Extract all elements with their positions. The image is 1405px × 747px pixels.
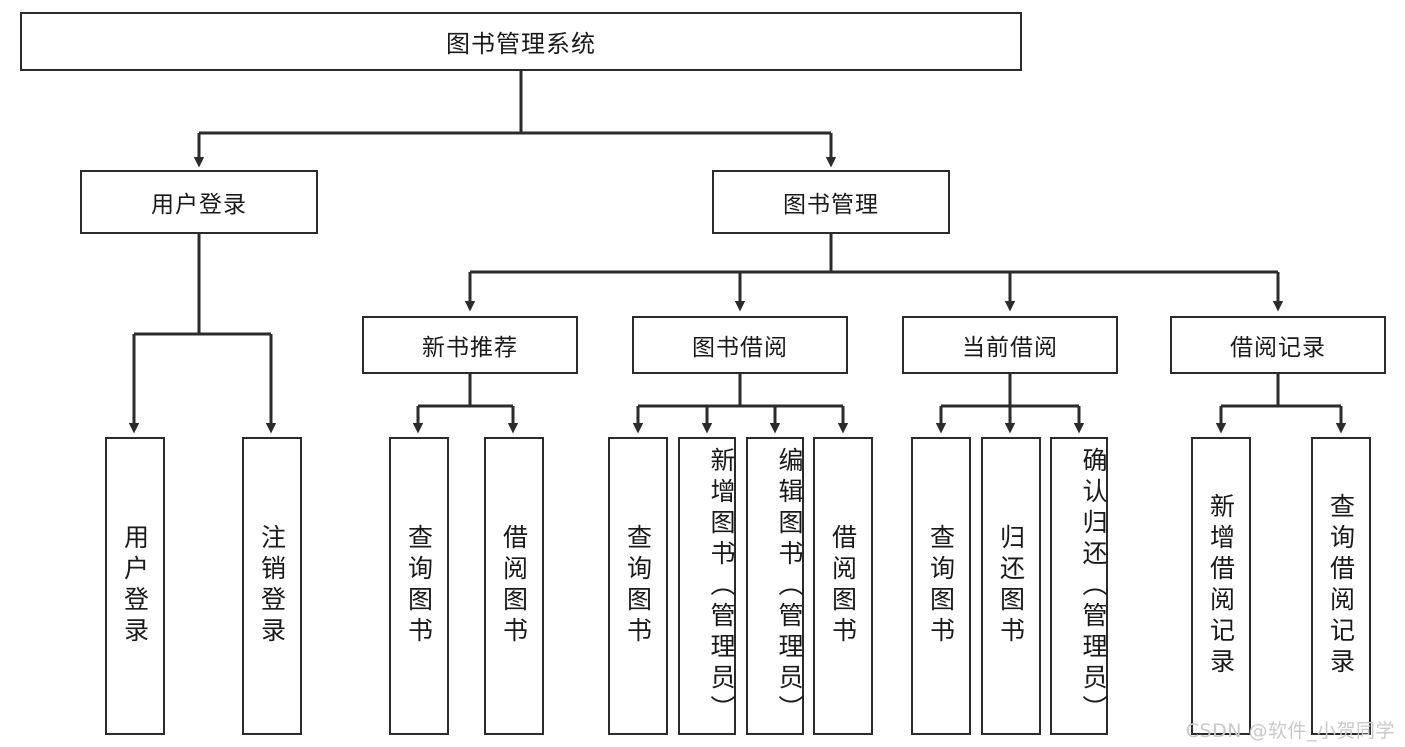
leaf-query-book-2[interactable]: 查询图书: [608, 437, 668, 735]
leaf-query-record[interactable]: 查询借阅记录: [1311, 437, 1371, 735]
leaf-confirm-return[interactable]: 确认归还（管理员）: [1050, 437, 1108, 735]
leaf-return-book[interactable]: 归还图书: [981, 437, 1041, 735]
leaf-query-book-3[interactable]: 查询图书: [911, 437, 971, 735]
leaf-edit-book[interactable]: 编辑图书（管理员）: [746, 437, 804, 735]
leaf-borrow-book-2[interactable]: 借阅图书: [813, 437, 873, 735]
node-new-book-recommend[interactable]: 新书推荐: [362, 316, 578, 374]
leaf-borrow-book-1[interactable]: 借阅图书: [484, 437, 544, 735]
node-book-manage[interactable]: 图书管理: [712, 170, 950, 234]
leaf-user-login[interactable]: 用户登录: [105, 437, 165, 735]
leaf-query-book-1[interactable]: 查询图书: [389, 437, 449, 735]
node-root[interactable]: 图书管理系统: [20, 12, 1022, 71]
leaf-logout[interactable]: 注销登录: [242, 437, 302, 735]
node-book-borrow[interactable]: 图书借阅: [632, 316, 848, 374]
node-user-login[interactable]: 用户登录: [80, 170, 318, 234]
leaf-add-record[interactable]: 新增借阅记录: [1191, 437, 1251, 735]
node-current-borrow[interactable]: 当前借阅: [902, 316, 1118, 374]
leaf-add-book[interactable]: 新增图书（管理员）: [678, 437, 736, 735]
watermark-text: CSDN @软件_小贺同学: [1185, 720, 1395, 742]
node-borrow-record[interactable]: 借阅记录: [1170, 316, 1386, 374]
